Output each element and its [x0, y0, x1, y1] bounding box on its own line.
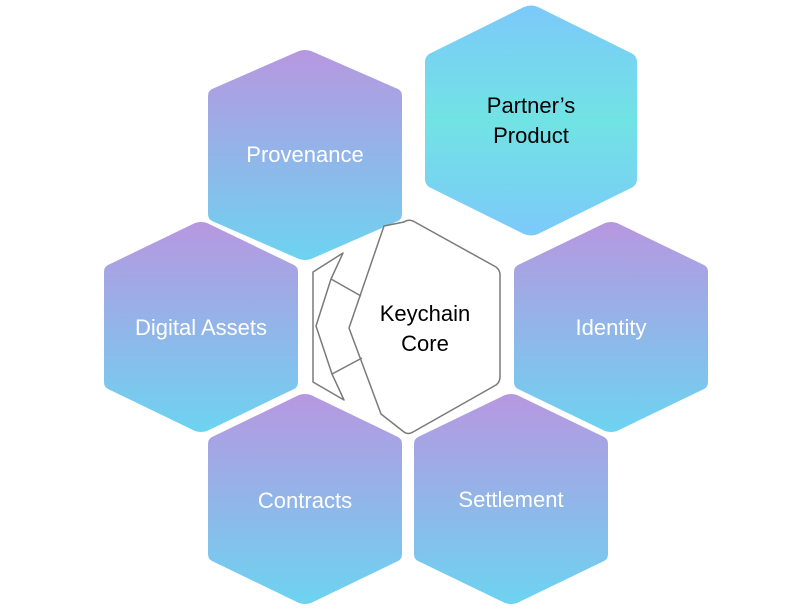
hex-partners-product-label-line1: Partner’s: [487, 93, 575, 118]
keychain-core-connector-bottom: [331, 357, 363, 375]
hex-identity: Identity: [514, 222, 708, 432]
hex-partners-product-label-line2: Product: [493, 123, 569, 148]
hex-provenance-shape: [208, 50, 402, 260]
hex-digital-assets-label: Digital Assets: [135, 315, 267, 340]
hex-partners-product-shape: [425, 5, 637, 236]
keychain-core: Keychain Core: [312, 219, 501, 435]
keychain-core-label-line2: Core: [401, 331, 449, 356]
hex-settlement-label: Settlement: [458, 487, 563, 512]
keychain-core-label-line1: Keychain: [380, 301, 471, 326]
hex-contracts-label: Contracts: [258, 488, 352, 513]
hex-contracts: Contracts: [208, 394, 402, 604]
keychain-core-connector-top: [330, 278, 362, 297]
hex-contracts-shape: [208, 394, 402, 604]
hex-identity-label: Identity: [576, 315, 647, 340]
keychain-core-outline: [348, 219, 501, 435]
hex-digital-assets-shape: [104, 222, 298, 432]
hex-partners-product: Partner’s Product: [425, 5, 637, 236]
hex-provenance: Provenance: [208, 50, 402, 260]
hex-provenance-label: Provenance: [246, 142, 363, 167]
keychain-core-missing-piece: [312, 252, 345, 401]
hex-digital-assets: Digital Assets: [104, 222, 298, 432]
hex-settlement: Settlement: [414, 394, 608, 604]
hex-identity-shape: [514, 222, 708, 432]
hex-settlement-shape: [414, 394, 608, 604]
